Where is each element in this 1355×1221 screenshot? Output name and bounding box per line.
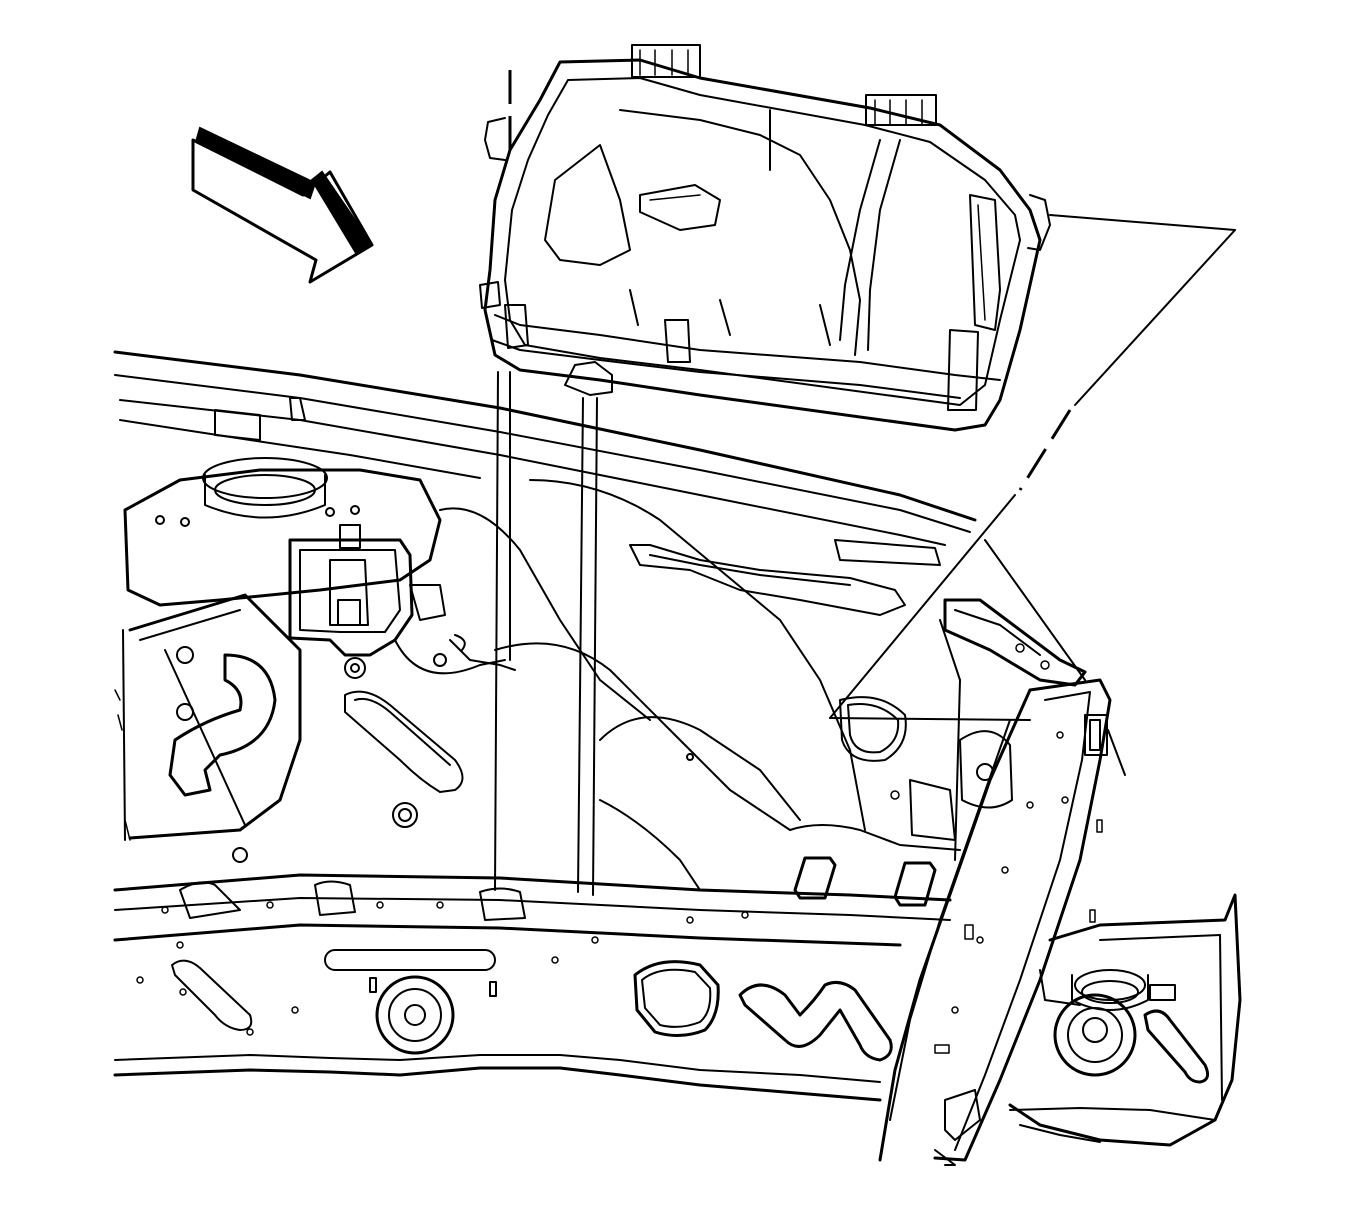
front-direction-arrow-icon xyxy=(191,126,374,284)
frame-rail-icon xyxy=(878,678,1126,1166)
air-cleaner-housing-icon xyxy=(479,44,1051,432)
strut-tower-icon xyxy=(1008,893,1242,1147)
callout-lines-icon xyxy=(114,689,131,841)
vehicle-body-icon xyxy=(113,350,1087,1102)
alignment-lines-icon xyxy=(494,70,1236,896)
